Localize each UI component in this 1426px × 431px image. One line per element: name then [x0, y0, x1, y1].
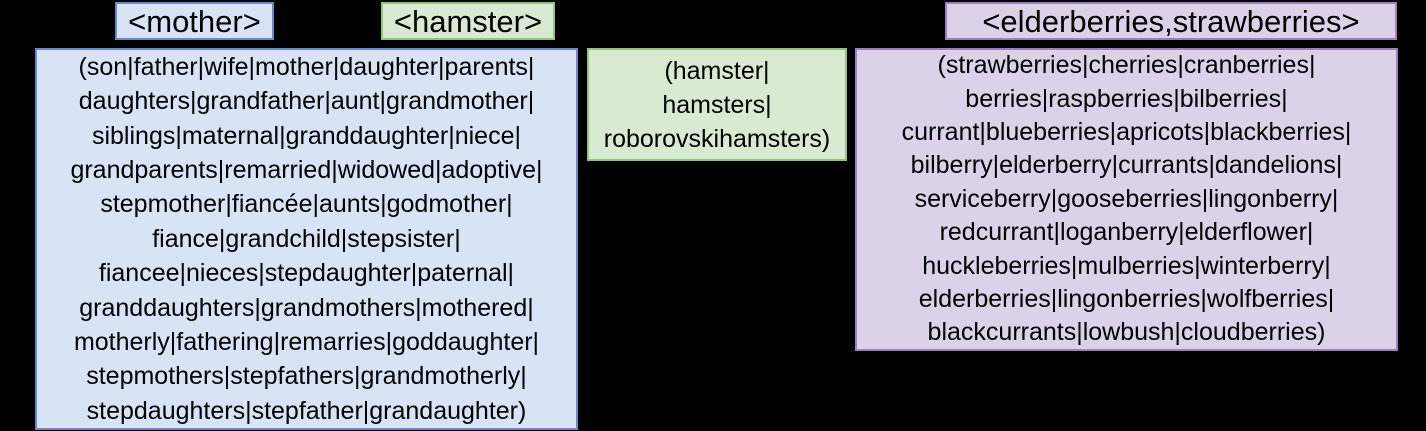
- mother-wordset-pattern: (son|father|wife|mother|daughter|parents…: [70, 52, 543, 425]
- berries-wordset-pattern: (strawberries|cherries|cranberries| berr…: [901, 51, 1352, 347]
- mother-tag-label: <mother>: [115, 2, 274, 40]
- berries-wordset-box: (strawberries|cherries|cranberries| berr…: [855, 48, 1398, 351]
- hamster-wordset-box: (hamster| hamsters| roborovskihamsters): [587, 48, 847, 161]
- mother-wordset-box: (son|father|wife|mother|daughter|parents…: [35, 48, 578, 430]
- elderberries-strawberries-tag-label: <elderberries,strawberries>: [945, 2, 1397, 40]
- hamster-tag-label: <hamster>: [381, 2, 555, 40]
- hamster-wordset-pattern: (hamster| hamsters| roborovskihamsters): [603, 56, 831, 153]
